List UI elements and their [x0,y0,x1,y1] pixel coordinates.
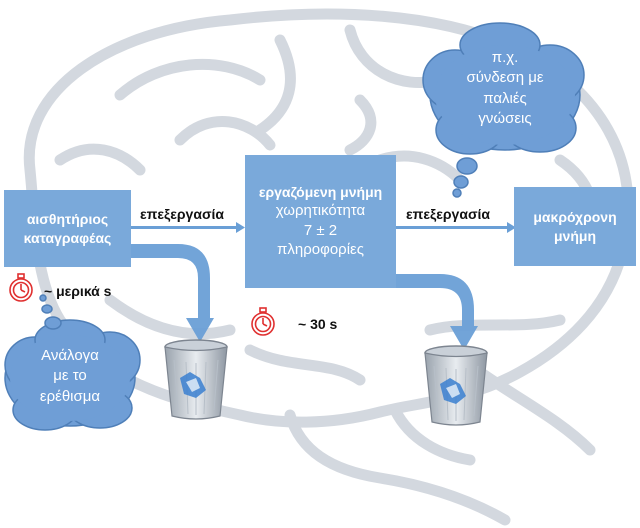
thought-cloud-top [422,22,585,198]
working-items-label: πληροφορίες [277,241,364,259]
cloud-top-text: π.χ. σύνδεση με παλιές γνώσεις [440,48,570,129]
working-capacity-value: 7 ± 2 [303,221,338,239]
recycle-bin-icon [164,339,228,420]
recycle-bin-icon [424,345,488,426]
cloud-top-line1: π.χ. [491,49,519,66]
stopwatch-icon [9,273,33,302]
arrow-sensory-to-working [131,226,236,229]
arrow-head [236,222,245,233]
discard-arrow-right [385,274,478,350]
cloud-top-line3: παλιές [483,89,527,107]
cloud-bottom-line3: ερέθισμα [39,387,101,405]
working-title: εργαζόμενη μνήμη [258,184,383,201]
longterm-line2: μνήμη [553,227,597,244]
longterm-line1: μακρόχρονη [533,209,617,226]
long-term-memory-box: μακρόχρονη μνήμη [514,187,636,266]
process-label-right: επεξεργασία [406,206,491,222]
working-memory-box: εργαζόμενη μνήμη χωρητικότητα 7 ± 2 πληρ… [245,155,396,288]
arrow-head [507,222,516,233]
cloud-top-line2: σύνδεση με [466,69,544,87]
cloud-bottom-text: Ανάλογα με το ερέθισμα [15,346,125,407]
cloud-bottom-line1: Ανάλογα [41,347,99,364]
working-duration: ~ 30 s [298,316,338,332]
stopwatch-icon [251,307,275,336]
cloud-top-line4: γνώσεις [478,109,532,127]
arrow-working-to-longterm [396,226,507,229]
process-label-left: επεξεργασία [140,206,225,222]
sensory-line2: καταγραφέας [23,229,112,246]
cloud-bottom-line2: με το [53,367,87,385]
sensory-line1: αισθητήριος [26,211,109,228]
thought-cloud-bottom [4,294,141,431]
working-capacity-label: χωρητικότητα [275,202,366,220]
sensory-register-box: αισθητήριος καταγραφέας [4,190,131,267]
sensory-duration: ~ μερικά s [44,283,112,299]
